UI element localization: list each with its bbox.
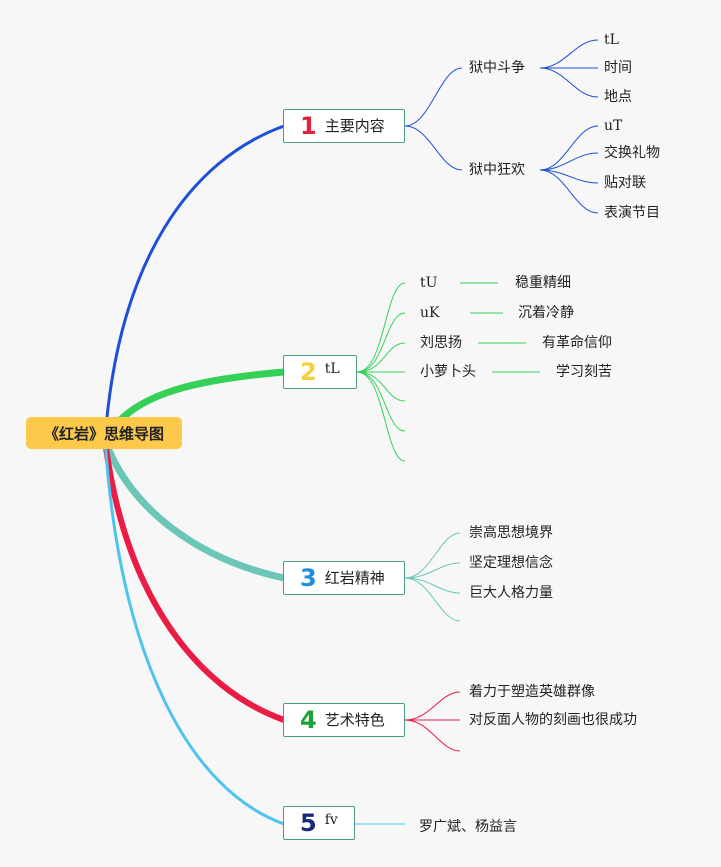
branch-1-label: 主要内容: [324, 116, 385, 135]
branch-2-label: tL: [324, 361, 340, 377]
branch-4-artistic-features[interactable]: 4 艺术特色: [283, 703, 405, 737]
branch-3-label: 红岩精神: [324, 568, 385, 587]
character-trait[interactable]: 沉着冷静: [518, 305, 574, 321]
leaf-spirit[interactable]: 巨大人格力量: [469, 585, 553, 601]
character-name[interactable]: 小萝卜头: [420, 364, 476, 380]
leaf-authors[interactable]: 罗广斌、杨益言: [419, 819, 517, 835]
branch-4-label: 艺术特色: [324, 710, 385, 729]
branch-1-main-content[interactable]: 1 主要内容: [283, 109, 405, 143]
leaf-couplets[interactable]: 贴对联: [604, 175, 646, 191]
character-trait[interactable]: 有革命信仰: [542, 335, 612, 351]
character-trait[interactable]: 稳重精细: [515, 275, 571, 291]
branch-5-label: fv: [324, 812, 338, 828]
subtopic-prison-struggle[interactable]: 狱中斗争: [469, 60, 525, 76]
branch-5-number: 5: [300, 809, 317, 837]
branch-4-connector: [102, 437, 287, 723]
leaf-exchange-gifts[interactable]: 交换礼物: [604, 145, 660, 161]
character-name[interactable]: 刘思扬: [420, 335, 462, 351]
leaf-art-feature[interactable]: 着力于塑造英雄群像: [469, 684, 595, 700]
leaf-item[interactable]: tL: [604, 32, 619, 48]
character-trait[interactable]: 学习刻苦: [556, 364, 612, 380]
leaf-place[interactable]: 地点: [604, 89, 632, 105]
branch-1-number: 1: [300, 112, 317, 140]
branch-3-hongyan-spirit[interactable]: 3 红岩精神: [283, 561, 405, 595]
root-topic[interactable]: 《红岩》思维导图: [26, 417, 182, 449]
leaf-performance[interactable]: 表演节目: [604, 205, 660, 221]
branch-5-authors[interactable]: 5 fv: [283, 806, 355, 840]
character-name[interactable]: uK: [420, 305, 440, 321]
branch-1-connector: [103, 124, 285, 441]
branch-3-number: 3: [300, 564, 317, 592]
leaf-spirit[interactable]: 崇高思想境界: [469, 525, 553, 541]
root-topic-label: 《红岩》思维导图: [43, 424, 164, 443]
leaf-item[interactable]: uT: [604, 118, 623, 134]
branch-2-characters[interactable]: 2 tL: [283, 355, 357, 389]
leaf-art-feature[interactable]: 对反面人物的刻画也很成功: [469, 712, 637, 728]
branch-3-connector: [101, 436, 288, 582]
subtopic-prison-carnival[interactable]: 狱中狂欢: [469, 162, 525, 178]
branch-4-number: 4: [300, 706, 317, 734]
branch-2-number: 2: [300, 358, 317, 386]
character-name[interactable]: tU: [420, 275, 438, 291]
leaf-spirit[interactable]: 坚定理想信念: [469, 555, 553, 571]
leaf-time[interactable]: 时间: [604, 60, 632, 76]
branch-5-connector: [103, 439, 285, 826]
